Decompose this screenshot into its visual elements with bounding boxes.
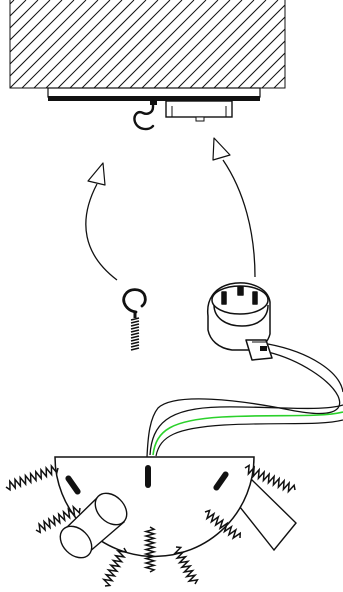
ceiling-hook-icon	[133, 99, 157, 131]
spring-clip	[204, 509, 242, 540]
spring-clip	[244, 463, 296, 494]
power-cord-icon	[146, 343, 343, 458]
spring-clip	[101, 547, 128, 587]
arrow-icon	[85, 162, 118, 281]
spring-clip	[172, 546, 199, 585]
ceiling-icon	[9, 0, 286, 89]
ceiling-mount-plate-icon	[47, 87, 261, 101]
spring-clip	[35, 504, 81, 534]
power-plug-icon	[206, 282, 273, 361]
spring-clip	[5, 463, 59, 492]
arrow-icon	[212, 137, 256, 278]
ceiling-socket-icon	[165, 100, 233, 122]
spring-clip	[143, 526, 157, 573]
lamp-fixture-icon	[5, 456, 297, 587]
screw-hook-icon	[122, 288, 147, 351]
